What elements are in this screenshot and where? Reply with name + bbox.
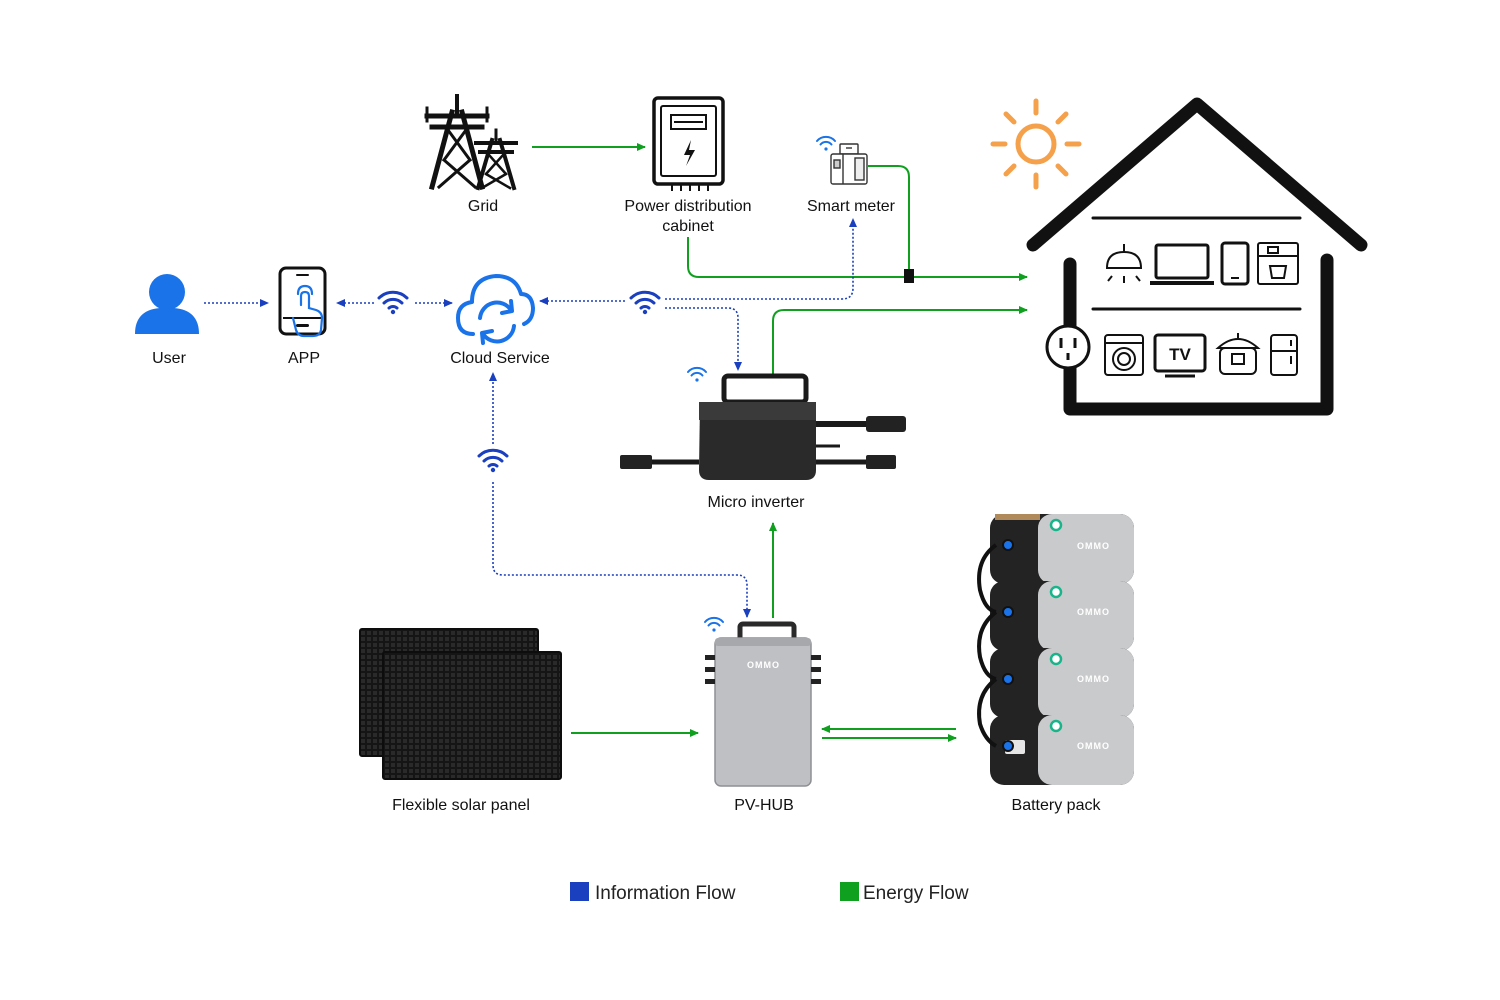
coffee-machine-icon xyxy=(1257,242,1299,285)
tablet-icon xyxy=(1220,241,1250,286)
cloud-node: Cloud Service xyxy=(450,274,550,367)
cabinet-label-line2: cabinet xyxy=(662,218,714,235)
pv-hub-node: OMMO PV-HUB xyxy=(705,621,821,814)
power-outlet-icon xyxy=(1045,324,1091,370)
battery-pack-node: OMMO OMMO OMMO OMMO xyxy=(977,514,1134,814)
user-node: User xyxy=(135,274,199,367)
pv-hub-device: OMMO xyxy=(705,621,821,787)
user-label: User xyxy=(152,350,186,367)
power-tower-icon xyxy=(424,94,518,191)
wifi-icon xyxy=(377,290,409,315)
micro-inverter-node: Micro inverter xyxy=(620,373,906,511)
grid-label: Grid xyxy=(468,198,498,215)
smart-meter-icon xyxy=(830,143,868,185)
cloud-label: Cloud Service xyxy=(450,350,550,367)
solar-panel-label: Flexible solar panel xyxy=(392,797,530,814)
legend: Information Flow Energy Flow xyxy=(570,882,969,904)
micro-inverter-device xyxy=(620,373,906,480)
pv-hub-logo: OMMO xyxy=(747,660,780,670)
refrigerator-icon xyxy=(1270,334,1298,376)
solar-panel-node: Flexible solar panel xyxy=(359,628,562,814)
pv-hub-label: PV-HUB xyxy=(734,797,794,814)
solar-panel-image xyxy=(359,628,562,780)
smart-meter-label: Smart meter xyxy=(807,198,896,215)
app-label: APP xyxy=(288,350,320,367)
information-flow-lines xyxy=(204,218,857,618)
micro-inverter-label: Micro inverter xyxy=(708,494,806,511)
svg-text:OMMO: OMMO xyxy=(1077,607,1110,617)
battery-cables xyxy=(977,539,1014,752)
svg-text:OMMO: OMMO xyxy=(1077,741,1110,751)
battery-module: OMMO xyxy=(990,514,1134,584)
washing-machine-icon xyxy=(1104,334,1144,376)
cloud-to-inverter-arrow xyxy=(665,307,742,371)
user-icon xyxy=(135,274,199,334)
inverter-wifi-icon xyxy=(687,366,707,382)
cabinet-to-home-arrow xyxy=(687,237,1028,281)
legend-swatch-energy xyxy=(840,882,859,901)
touch-hand-icon xyxy=(291,284,324,338)
laptop-icon xyxy=(1150,243,1214,285)
distribution-cabinet-icon xyxy=(652,96,725,191)
wifi-icon xyxy=(629,290,661,315)
cabinet-node: Power distribution cabinet xyxy=(624,96,752,235)
battery-pack-label: Battery pack xyxy=(1012,797,1102,814)
energy-flow-lines xyxy=(532,143,1028,742)
cabinet-label-line1: Power distribution xyxy=(624,198,751,215)
meter-to-home-line xyxy=(868,165,910,277)
tv-icon: TV xyxy=(1153,333,1207,378)
hub-to-cloud-path xyxy=(492,482,751,618)
svg-text:OMMO: OMMO xyxy=(1077,674,1110,684)
grid-node: Grid xyxy=(424,94,518,215)
rice-cooker-icon xyxy=(1215,333,1261,375)
smart-meter-node: Smart meter xyxy=(807,143,896,215)
legend-swatch-info xyxy=(570,882,589,901)
legend-label-info: Information Flow xyxy=(595,883,736,904)
smartphone-icon xyxy=(278,266,327,336)
tv-icon-text: TV xyxy=(1169,345,1191,364)
wifi-icon xyxy=(477,448,509,473)
pvhub-wifi-icon xyxy=(704,616,724,632)
sun-icon xyxy=(990,98,1082,190)
meter-clamp-icon xyxy=(904,269,914,283)
house-node: TV xyxy=(990,97,1368,416)
legend-label-energy: Energy Flow xyxy=(863,883,969,904)
ceiling-lamp-icon xyxy=(1105,244,1143,283)
inverter-to-home-arrow xyxy=(772,306,1028,376)
cloud-sync-icon xyxy=(456,274,535,345)
battery-module: OMMO xyxy=(990,648,1134,718)
cloud-to-meter-arrow xyxy=(665,218,857,300)
battery-module: OMMO xyxy=(990,715,1134,785)
battery-module: OMMO xyxy=(990,581,1134,651)
app-node: APP xyxy=(278,266,327,367)
smart-meter-wifi-icon xyxy=(816,135,836,151)
app-arrow-head xyxy=(336,299,345,307)
svg-text:OMMO: OMMO xyxy=(1077,541,1110,551)
